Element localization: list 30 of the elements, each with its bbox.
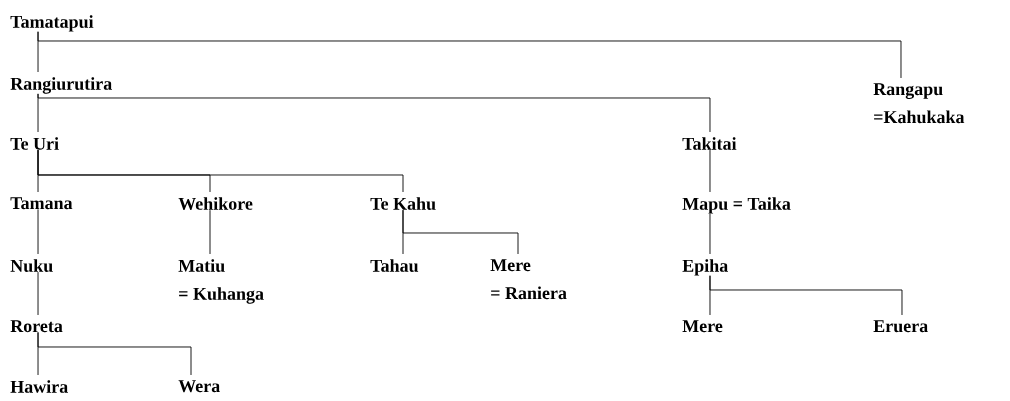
tree-line [709, 149, 711, 193]
person-name: Hawira [10, 380, 68, 393]
person-name: Te Uri [10, 137, 59, 150]
person-name: Tamana [10, 197, 73, 210]
person-name: Wehikore [178, 197, 253, 210]
person-name: Takitai [682, 137, 737, 150]
tree-line [37, 271, 39, 316]
tree-line [402, 209, 519, 255]
tree-line [37, 208, 39, 255]
person-name: Wera [178, 380, 220, 393]
person-name: Mere = Raniera [490, 259, 567, 300]
tree-line [37, 149, 404, 193]
person-name: Epiha [682, 259, 728, 276]
person-name: Rangiurutira [10, 77, 112, 94]
tree-line [37, 31, 902, 79]
person-name: Mere [682, 320, 723, 333]
tree-line [37, 93, 711, 133]
person-name: Matiu = Kuhanga [178, 259, 264, 304]
tree-line [209, 209, 211, 255]
person-name: Te Kahu [370, 197, 436, 210]
person-name: Tamatapui [10, 15, 94, 32]
tree-line [709, 213, 711, 255]
tree-line [709, 275, 903, 316]
person-name: Nuku [10, 259, 53, 272]
person-name: Tahau [370, 259, 419, 272]
person-name: Rangapu =Kahukaka [873, 83, 965, 124]
person-name: Mapu = Taika [682, 197, 791, 214]
person-name: Roreta [10, 320, 63, 333]
tree-line [37, 331, 192, 376]
person-name: Eruera [873, 320, 928, 333]
